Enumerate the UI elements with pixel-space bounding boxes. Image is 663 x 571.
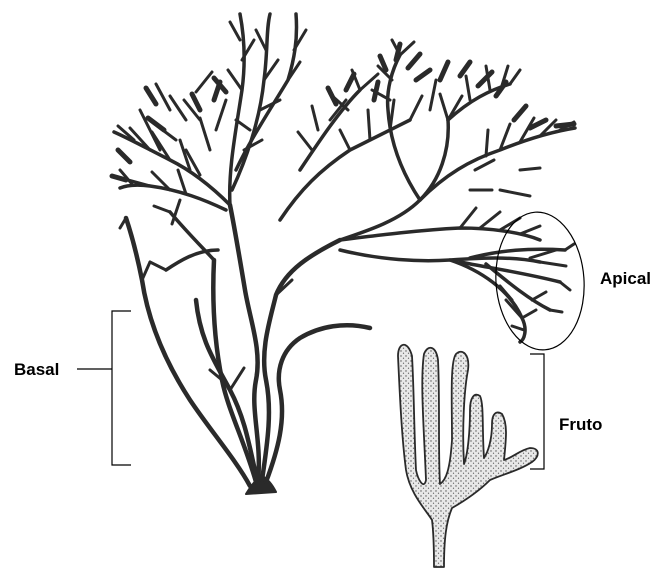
fruto-body	[398, 345, 538, 567]
fine-twigs	[118, 22, 574, 390]
basal-bracket	[112, 311, 131, 465]
fruto-label: Fruto	[559, 416, 602, 433]
basal-stems	[126, 205, 370, 486]
apical-label: Apical	[600, 270, 651, 287]
annotation-marks	[77, 209, 589, 469]
basal-label: Basal	[14, 361, 59, 378]
fruiting-branch	[398, 345, 538, 567]
